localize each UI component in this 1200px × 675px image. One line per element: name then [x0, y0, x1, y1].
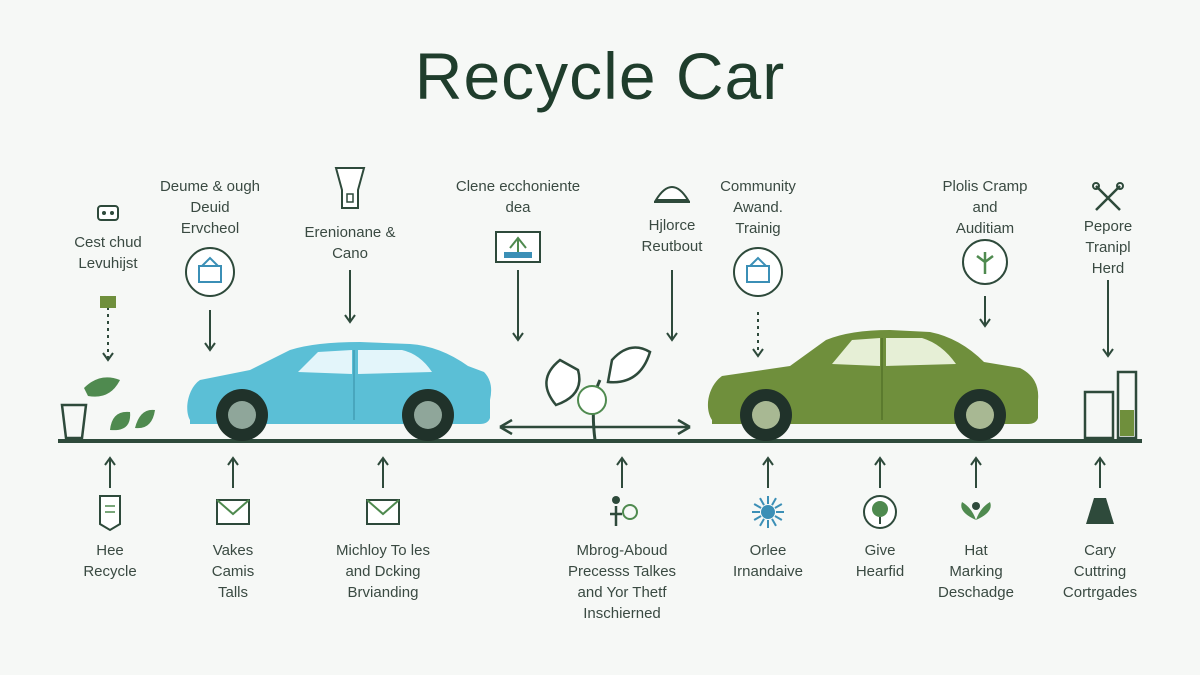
bottom-arrows	[104, 456, 1106, 488]
arrow-top-7	[979, 296, 991, 328]
document-icon	[99, 495, 121, 532]
label-top-2: Deume & ough Deuid Ervcheol	[159, 178, 261, 237]
arrow-bot-1	[104, 456, 116, 488]
label-top-1: Cest chud Levuhijst	[74, 234, 142, 272]
green-car	[707, 330, 1039, 441]
label-top-4: Clene ecchoniente dea	[455, 178, 581, 216]
blue-car	[187, 342, 492, 441]
arrow-bot-7	[970, 456, 982, 488]
top-icons	[97, 167, 1124, 308]
arrow-top-8	[1102, 280, 1114, 358]
bottom-icons	[99, 495, 1114, 532]
person-icon	[610, 496, 638, 526]
sun-icon	[752, 496, 784, 528]
label-top-3: Erenionane & Cano	[304, 224, 396, 262]
building-icon	[733, 247, 783, 297]
robot-icon	[97, 205, 119, 308]
label-bot-2: Vakes Camis Talls	[211, 542, 255, 601]
plant-icon	[962, 239, 1008, 285]
label-top-7: Plolis Cramp and Auditiam	[942, 178, 1028, 237]
label-bot-3: Michloy To les and Dcking Brvianding	[336, 542, 430, 601]
arrow-bot-3	[377, 456, 389, 488]
right-bottles	[1083, 370, 1138, 440]
lotus-icon	[961, 502, 991, 520]
arrow-top-1	[102, 300, 114, 362]
label-bot-1: Hee Recycle	[83, 542, 137, 580]
arrow-top-5	[666, 270, 678, 342]
left-cup-and-leaves	[60, 377, 155, 440]
label-bot-5: Orlee Irnandaive	[732, 542, 804, 580]
factory-icon	[185, 247, 235, 297]
cone-icon	[1086, 498, 1114, 524]
top-arrows	[102, 270, 1114, 362]
arrow-top-2	[204, 310, 216, 352]
tools-icon	[1092, 182, 1124, 211]
arrow-top-6	[752, 312, 764, 358]
envelope-icon	[216, 499, 250, 525]
dome-icon	[654, 186, 690, 203]
arrow-top-3	[344, 270, 356, 324]
tree-badge-icon	[863, 495, 897, 529]
label-bot-8: Cary Cuttring Cortrgades	[1062, 542, 1138, 601]
label-bot-7: Hat Marking Deschadge	[938, 542, 1014, 601]
arrow-top-4	[512, 270, 524, 342]
arrow-bot-6	[874, 456, 886, 488]
center-sprout	[545, 346, 652, 441]
arrow-bot-4	[616, 456, 628, 488]
monitor-tree-icon	[495, 231, 541, 263]
mail-icon	[366, 499, 400, 525]
label-bot-4: Mbrog-Aboud Precesss Talkes and Yor Thet…	[567, 542, 677, 622]
label-top-5: Hjlorce Reutbout	[641, 217, 703, 255]
label-bot-6: Give Hearfid	[855, 542, 905, 580]
funnel-icon	[334, 167, 366, 209]
arrow-bot-8	[1094, 456, 1106, 488]
page-title: Recycle Car	[414, 39, 786, 113]
arrow-bot-2	[227, 456, 239, 488]
arrow-bot-5	[762, 456, 774, 488]
label-top-8: Pepore Tranipl Herd	[1083, 218, 1133, 277]
label-top-6: Community Awand. Trainig	[720, 178, 796, 237]
